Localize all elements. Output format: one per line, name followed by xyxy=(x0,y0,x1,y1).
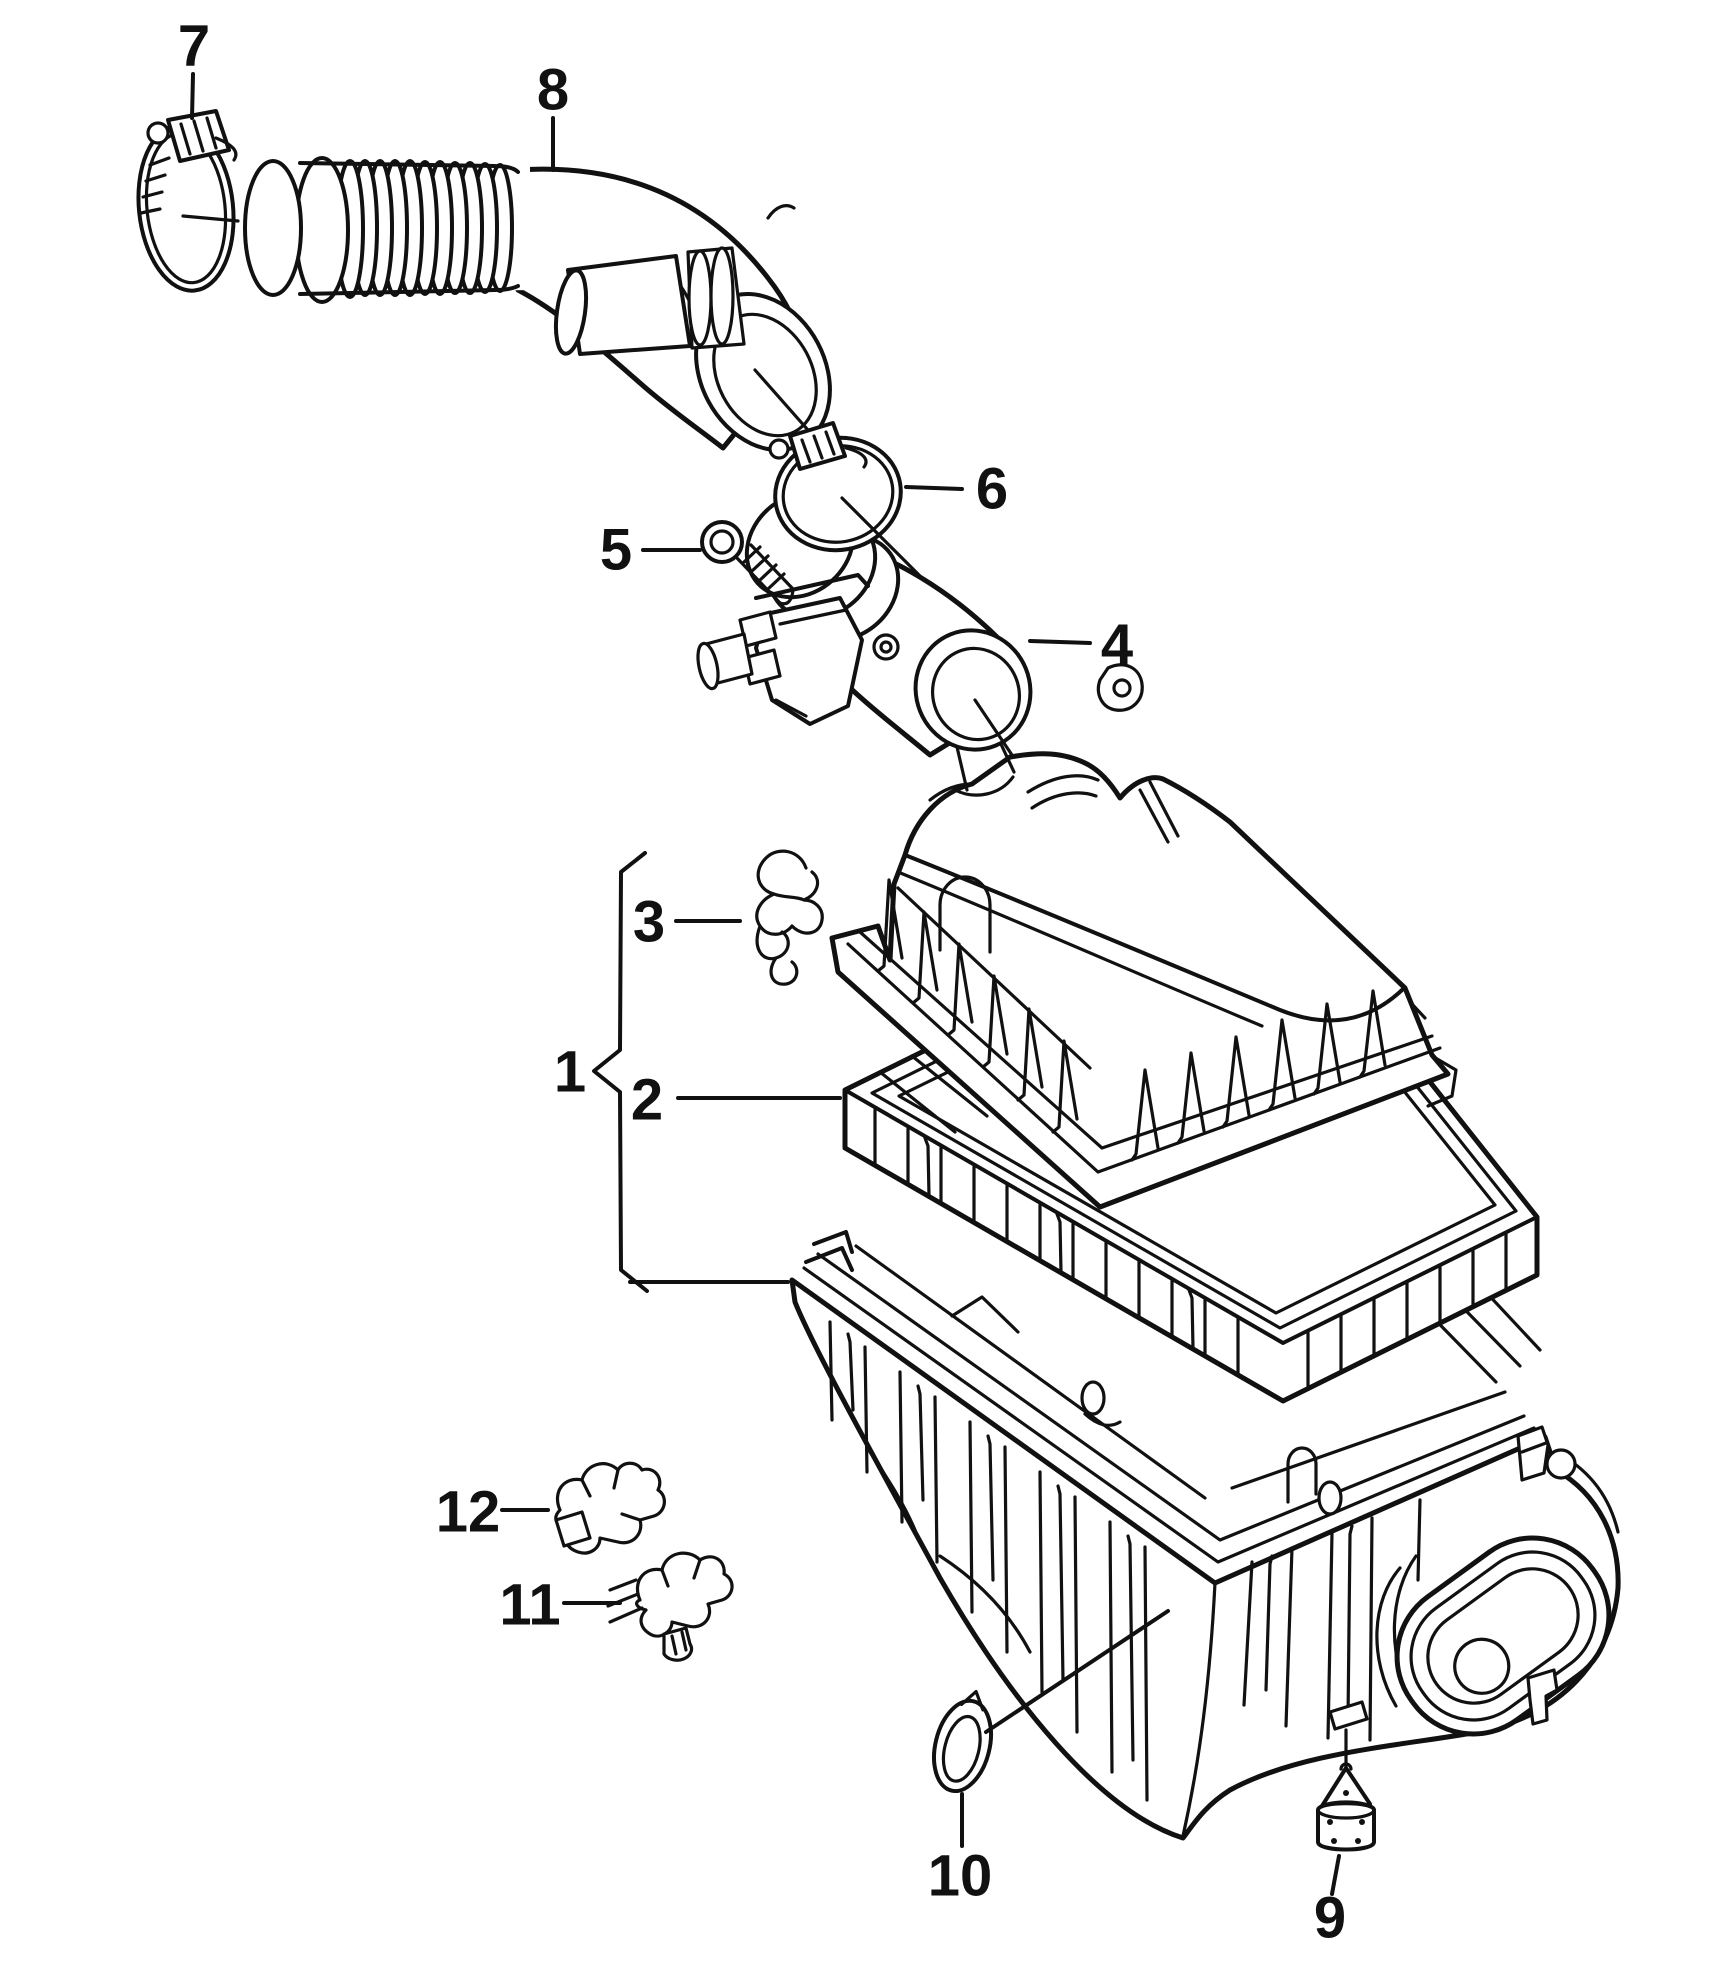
bolt5-head xyxy=(700,520,744,564)
snout-stud xyxy=(1526,1668,1559,1726)
maf-connector-detail xyxy=(774,608,848,718)
clip11-foot xyxy=(662,1626,694,1662)
callout-4[interactable]: 4 xyxy=(1101,613,1133,678)
clip12-foot xyxy=(554,1510,592,1548)
bolt-pointer xyxy=(754,573,870,600)
clip11-body xyxy=(635,1551,734,1638)
housing-rim-pegs xyxy=(1080,1380,1343,1516)
housing-front-right-needles xyxy=(1264,1524,1354,1722)
maf-plug-cap xyxy=(696,641,720,691)
lid-wall-arch xyxy=(938,875,992,954)
clamp7-screw-head xyxy=(146,121,170,145)
callout-1[interactable]: 1 xyxy=(554,1040,586,1105)
callout-9[interactable]: 9 xyxy=(1314,1886,1346,1951)
callout-7[interactable]: 7 xyxy=(178,14,210,79)
air-cleaner-lid xyxy=(829,751,1458,1210)
snout-drain-hole xyxy=(1453,1637,1511,1695)
clamp7-center-tick xyxy=(181,214,240,223)
buffer-top-ellipse xyxy=(1316,1800,1376,1820)
housing-front-right-ribs xyxy=(1242,1498,1422,1742)
maf-flange-ear xyxy=(1096,663,1144,712)
group-bracket-part-1 xyxy=(592,851,649,1293)
buffer-dots xyxy=(1327,1790,1365,1844)
maf-outlet-bore xyxy=(930,646,1022,742)
housing-rim-inner-line-2 xyxy=(816,1252,1526,1542)
clip3-squiggle xyxy=(755,849,824,986)
callout-6-leader xyxy=(904,485,964,491)
maf-outlet-tick xyxy=(973,698,1014,757)
grommet-inner xyxy=(941,1714,982,1783)
maf-retaining-bolt xyxy=(872,633,900,661)
clamp7-worm-hatch xyxy=(179,116,218,156)
hose-outline-edges xyxy=(298,161,520,296)
bolt-part-5 xyxy=(700,520,795,606)
callout-10[interactable]: 10 xyxy=(928,1844,993,1909)
housing-interior-check-mark xyxy=(950,1295,1122,1427)
bolt5-head-inner xyxy=(709,529,735,555)
filter-pleats-right xyxy=(1306,1231,1508,1391)
housing-mouth-inner-edge xyxy=(854,1244,1507,1500)
callout-7-leader xyxy=(190,72,195,120)
lid-clamp-teeth xyxy=(876,878,1387,1162)
callout-5[interactable]: 5 xyxy=(600,518,632,583)
filter-pleats-left xyxy=(873,1108,1240,1377)
hose-corrugation-ribs xyxy=(243,156,514,304)
callout-3[interactable]: 3 xyxy=(633,890,665,955)
clamp6-worm-hatch xyxy=(800,430,836,464)
lid-rim-line-2 xyxy=(858,930,1434,1150)
clip11-jaws xyxy=(660,1558,702,1588)
callout-11[interactable]: 11 xyxy=(499,1573,560,1638)
spring-clip-part-3 xyxy=(755,849,824,986)
housing-left-tab xyxy=(804,1230,854,1272)
maf-flange-ear-hole xyxy=(1112,678,1132,698)
maf-to-lid-neck xyxy=(953,740,1016,797)
clamp7-thread-ticks xyxy=(139,156,171,215)
grommet-part-10 xyxy=(932,1690,993,1794)
air-mass-sensor-part-4 xyxy=(696,490,1144,797)
clip12-jaws xyxy=(580,1468,642,1522)
hose-breather-nipple xyxy=(553,246,746,356)
callout-2[interactable]: 2 xyxy=(631,1068,663,1133)
lid-dome-arcs xyxy=(928,774,1180,844)
buffer-cylinder xyxy=(1316,1801,1376,1852)
callout-12[interactable]: 12 xyxy=(436,1480,501,1545)
retaining-clip-part-12 xyxy=(554,1461,666,1555)
filter-front-edge-lower xyxy=(843,1146,1539,1403)
buffer-cone-tip xyxy=(1339,1762,1353,1771)
hose-clamp-part-6 xyxy=(768,421,922,578)
housing-front-left-needles xyxy=(846,1332,1135,1762)
housing-corner-knob xyxy=(1545,1448,1577,1480)
lid-top-ridge xyxy=(903,853,1404,1023)
maf-retaining-bolt-center xyxy=(879,640,893,654)
lid-rim-step-notch xyxy=(1426,1054,1458,1108)
clamp6-center-tick xyxy=(840,496,922,578)
clip11-foot-ribs xyxy=(670,1630,688,1656)
grommet-pointer xyxy=(984,1609,1170,1734)
housing-corner-peg xyxy=(1516,1425,1550,1482)
housing-face-contours xyxy=(868,1450,1620,1838)
bolt5-shaft xyxy=(734,543,795,606)
callout-8[interactable]: 8 xyxy=(537,58,569,123)
rubber-buffer-part-9 xyxy=(1316,1700,1376,1852)
housing-rim-inner-line-1 xyxy=(802,1266,1536,1564)
hose-clamp-part-7 xyxy=(136,109,240,293)
clamp6-screw-head xyxy=(768,438,790,460)
clamp7-band-tail xyxy=(214,136,238,162)
housing-intake-snout xyxy=(1375,1535,1612,1737)
clamp6-band-tail xyxy=(844,446,868,469)
filter-pleat-needles xyxy=(923,1136,1195,1350)
callout-4-leader xyxy=(1028,639,1092,645)
lid-ridge-contour xyxy=(896,870,1264,1028)
callout-6[interactable]: 6 xyxy=(976,457,1008,522)
grommet-tip xyxy=(959,1690,985,1712)
lid-rim-line-1 xyxy=(846,942,1442,1174)
housing-floor-arch xyxy=(1286,1446,1318,1504)
buffer-stud-on-housing xyxy=(1328,1700,1369,1731)
retaining-clip-part-11 xyxy=(606,1551,734,1662)
grommet-outer xyxy=(932,1698,993,1794)
callout-9-leader xyxy=(1330,1854,1341,1896)
intake-hose-part-8 xyxy=(243,156,832,457)
